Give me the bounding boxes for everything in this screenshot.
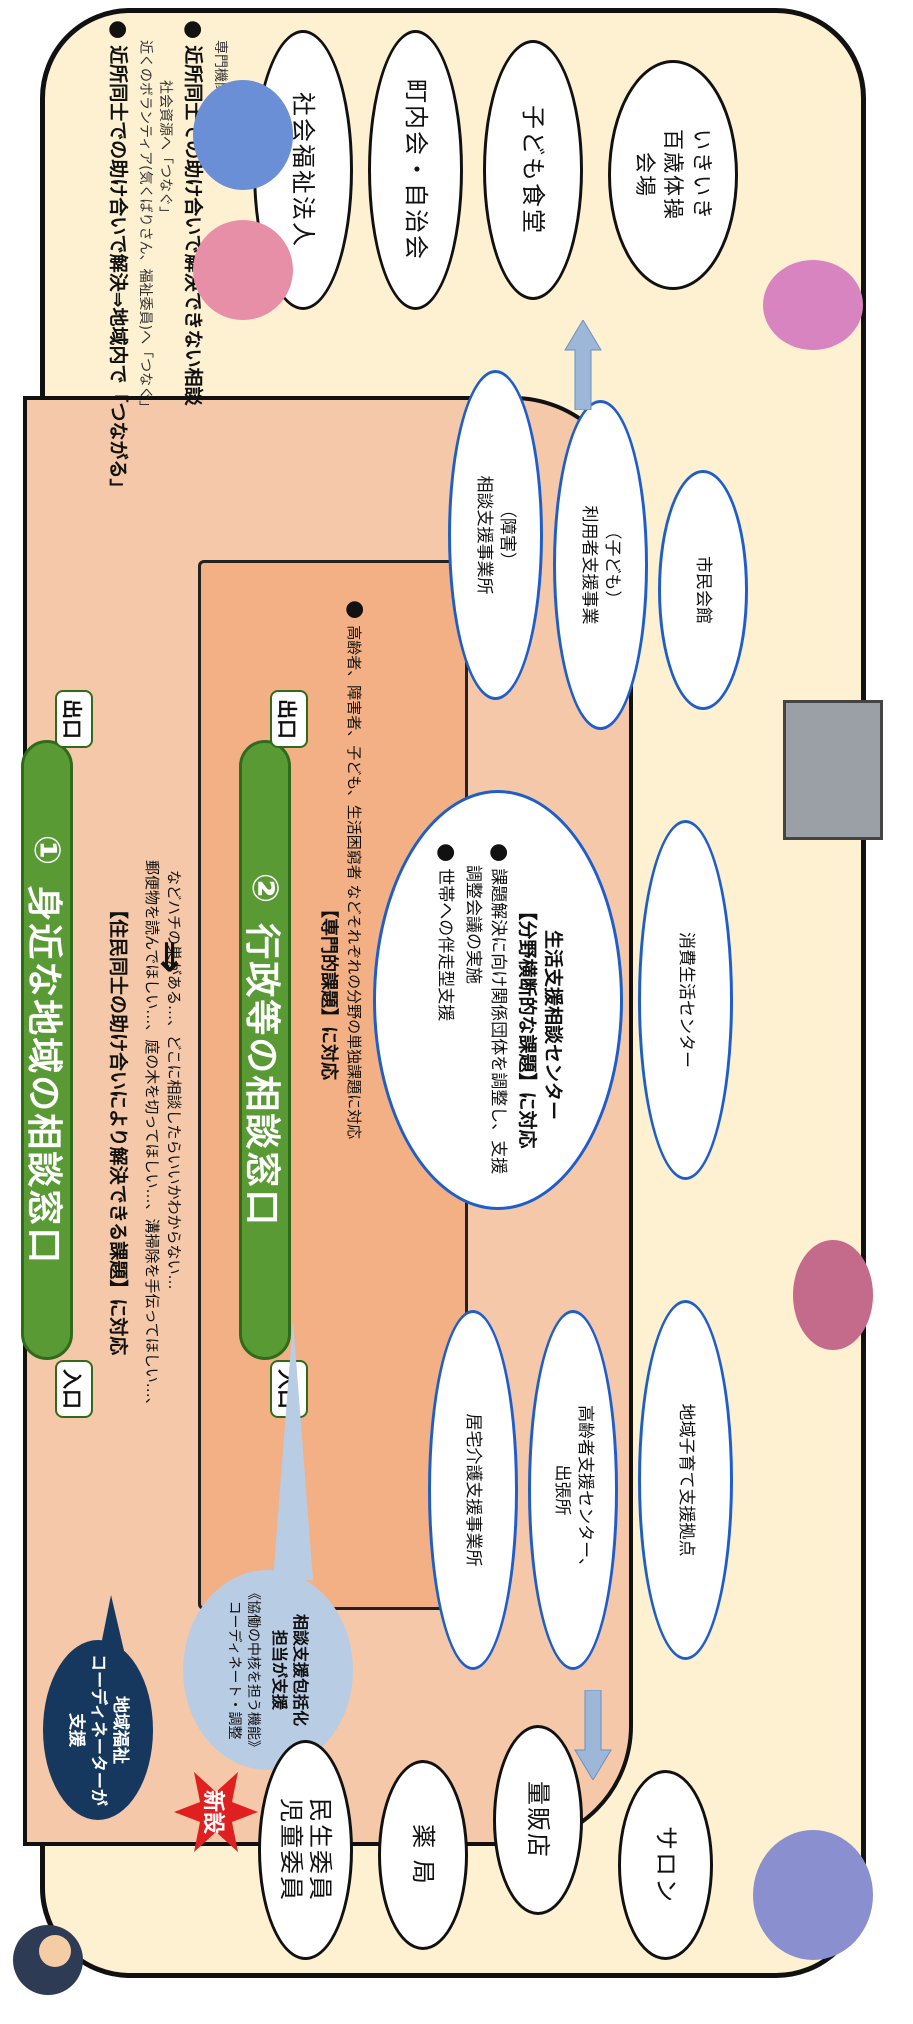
pharmacy-label: 薬 局 [409,1824,438,1886]
center-bullet-2: 調整会議の実施 [461,843,484,984]
center-subtitle: 【分野横断的な課題】に対応 [516,901,539,1149]
section2-heading: 【専門的課題】に対応 [318,900,339,1080]
coordination-line-3: 《協働の中核を担う機能》 [245,1586,262,1754]
retailer-label: 量販店 [524,1781,553,1859]
section2-bullet-text: 高齢者、障害者、子ども、生活困窮者 などそれぞれの分野の単独課題に対応 [345,625,363,1140]
elderly-label-2: 出張所 [552,1464,572,1516]
salon-label: サロン [651,1826,680,1904]
coordinator-bubble-tail [99,1595,125,1655]
window-banner-2: ② 行政等の相談窓口 [239,740,291,1360]
coordinator-line-1: 地域福祉 [110,1696,131,1764]
welfare-commissioner: 民生委員 児童委員 [258,1740,353,1960]
coordination-line-4: コーディネート・調整 [226,1600,243,1740]
minsei-label-1: 民生委員 [306,1798,335,1902]
pharmacy: 薬 局 [378,1760,468,1950]
section2-bullet: ●高齢者、障害者、子ども、生活困窮者 などそれぞれの分野の単独課題に対応 [343,600,368,1140]
elderly-group-icon [753,1830,873,1960]
civic-hall: 市民会館 [658,470,748,710]
exercise-label-3: 会場 [632,152,657,198]
disability-label-2: 相談支援事業所 [474,475,495,595]
center-bullet-1: ●課題解決に向け関係団体を調整し、支援 [486,843,512,1175]
exit-tag-1: 出口 [55,690,93,748]
exit-tag-2: 出口 [270,690,308,748]
coordination-bubble: 相談支援包括化 担当が支援 《協働の中核を担う機能》 コーディネート・調整 [183,1570,353,1770]
banner-1-num: ① [26,834,68,868]
arrow-icon: ⇒ [147,940,193,974]
exercise-label-1: いきいき [689,129,714,221]
disability-label-1: （障害） [497,501,518,569]
life-support-center: 生活支援相談センター 【分野横断的な課題】に対応 ●課題解決に向け関係団体を調整… [373,790,623,1210]
elderly-support-center: 高齢者支援センター、 出張所 [528,1310,618,1670]
child-user-label-1: （子ども） [602,522,623,608]
exercise-woman-icon [763,260,863,350]
consumer-label: 消費生活センター [675,932,696,1068]
window-banner-1: ① 身近な地域の相談窓口 [21,740,73,1360]
banner-2-num: ② [244,872,286,906]
arrow-down-icon-right [564,320,602,410]
elderly-label-1: 高齢者支援センター、 [574,1405,595,1575]
coordination-bubble-tail [273,1320,313,1580]
coordinator-face-icon [39,1935,71,1967]
center-bullet-3: ●世帯への伴走型支援 [433,843,459,1022]
child-user-label-2: 利用者支援事業 [579,505,600,625]
banner-2-title: 行政等の相談窓口 [241,923,282,1228]
children-cafeteria: 子ども食堂 [483,40,583,300]
social-welfare-label: 社会福祉法人 [289,92,318,248]
outcome-a-title: ●近所同士での助け合いで解決⇒地域内で「つながる」 [106,20,131,498]
center-bullet-3-text: 世帯への伴走型支援 [434,868,455,1022]
center-title: 生活支援相談センター [541,929,564,1120]
neighborhood-label: 町内会・自治会 [401,79,430,261]
coordination-line-2: 担当が支援 [269,1629,289,1710]
minsei-label: 民生委員 児童委員 [277,1798,335,1902]
coordinator-line-2: コーディネーターが [88,1654,109,1806]
mass-retailer: 量販店 [493,1725,583,1915]
center-bullet-2-text: 調整会議の実施 [462,865,483,984]
exercise-label-2: 百歳体操 [661,129,686,221]
building-icon [783,700,883,840]
child-rearing-base: 地域子育て支援拠点 [638,1300,733,1660]
new-badge: 新設 [200,1789,225,1834]
coordinator-line-3: 支援 [65,1713,86,1747]
salon: サロン [618,1770,713,1960]
neighborhood-association: 町内会・自治会 [368,30,463,310]
coordination-line-1: 相談支援包括化 [291,1613,311,1726]
exercise-venue: いきいき 百歳体操 会場 [608,60,738,290]
civic-hall-label: 市民会館 [693,556,714,624]
coordinator-bubble: 地域福祉 コーディネーターが 支援 [43,1640,153,1820]
new-badge-star-icon [174,1772,258,1852]
arrow-up-icon-left [574,1690,612,1780]
section1-heading: 【住民同士の助け合いにより解決できる課題】に対応 [107,900,129,1356]
neighbor-man-icon [193,80,293,190]
outcome-a-sub2: 社会資源へ「つなぐ」 [157,80,173,220]
outcome-a-sub1: 近くのボランティア(気くばりさん、福祉委員)へ「つなぐ」 [137,40,153,415]
child-user-support: （子ども） 利用者支援事業 [553,400,648,730]
child-rearing-label: 地域子育て支援拠点 [675,1403,696,1557]
kyotaku-office: 居宅介護支援事業所 [428,1310,518,1670]
banner-1-title: 身近な地域の相談窓口 [23,885,64,1266]
outcome-b-title-text: 近所同士での助け合いで解決できない相談 [182,45,204,406]
minsei-label-2: 児童委員 [277,1798,306,1902]
center-bullet-1-text: 課題解決に向け関係団体を調整し、支援 [487,868,508,1175]
children-cafeteria-label: 子ども食堂 [519,105,548,235]
neighbor-woman-icon [193,220,293,320]
disability-consult-office: （障害） 相談支援事業所 [448,370,543,700]
section1-example-3: など [165,870,183,901]
family-group-icon [793,1240,873,1350]
consumer-center: 消費生活センター [638,820,733,1180]
entrance-tag-1: 入口 [55,1360,93,1418]
kyotaku-label: 居宅介護支援事業所 [463,1413,484,1567]
outcome-a-title-text: 近所同士での助け合いで解決⇒地域内で「つながる」 [107,45,129,498]
outcome-b-title: ●近所同士での助け合いで解決できない相談 [181,20,206,406]
